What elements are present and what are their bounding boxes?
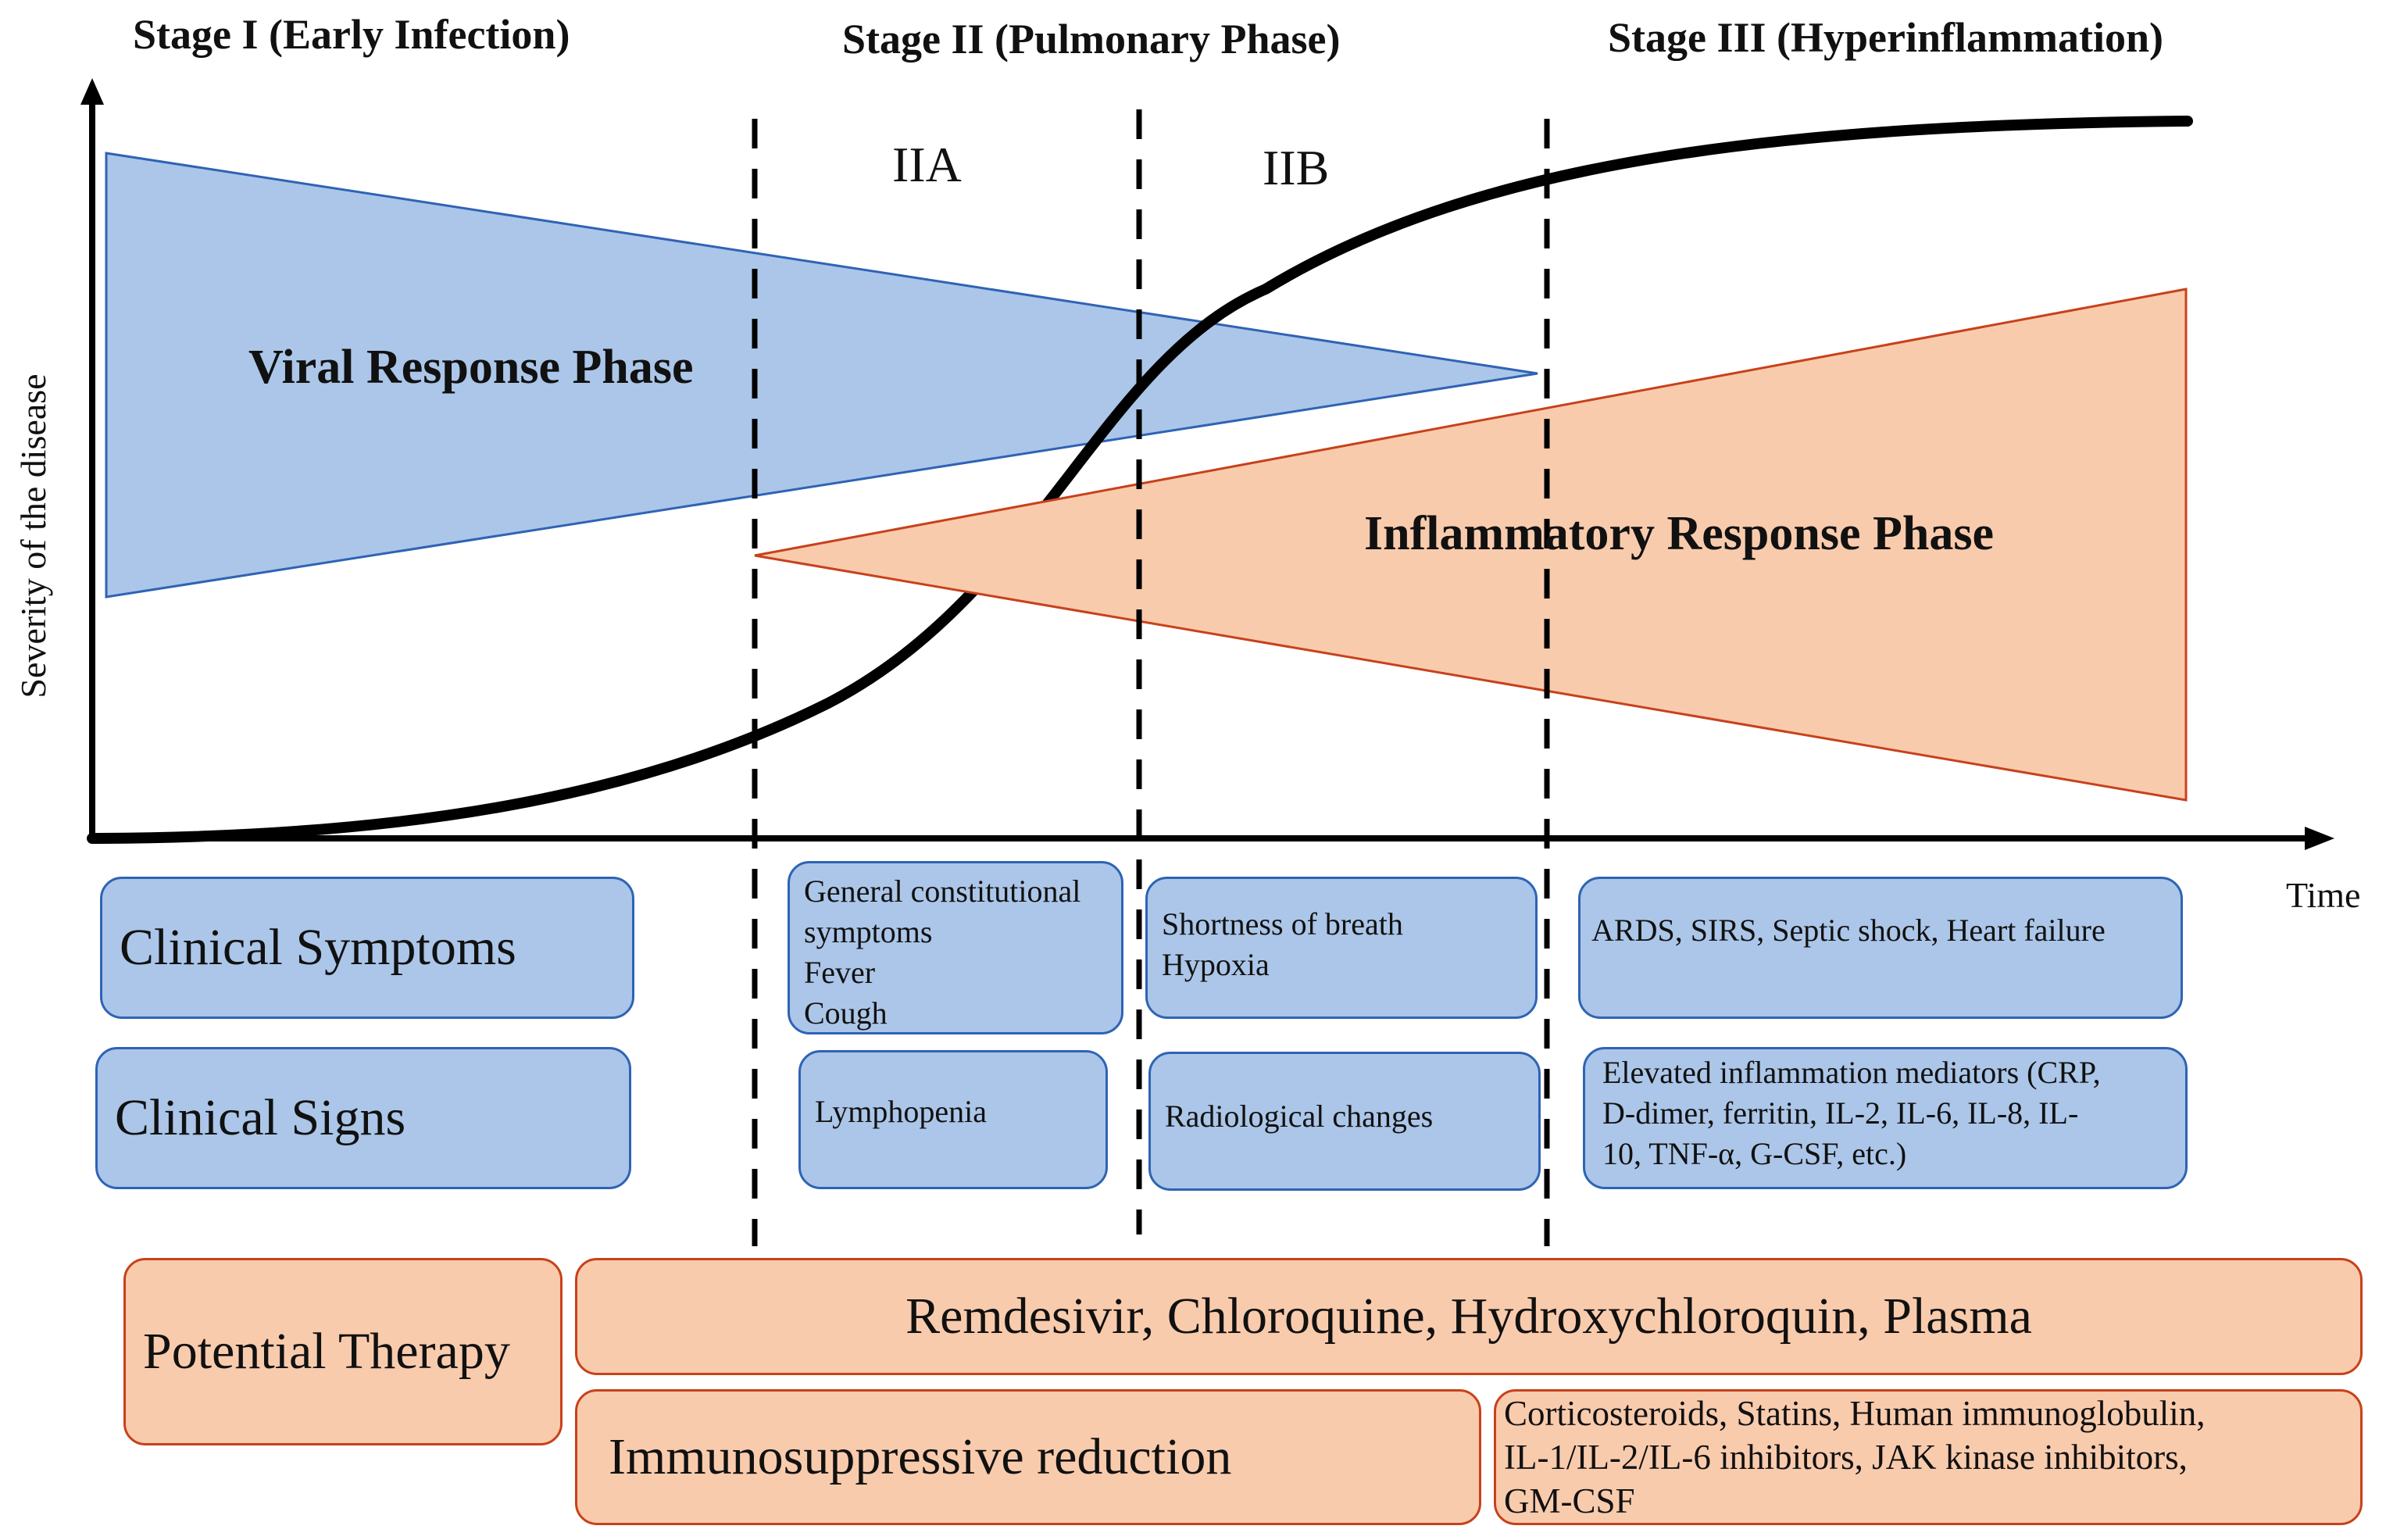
anti-inflammatory-line-3: GM-CSF xyxy=(1504,1481,1635,1520)
potential-therapy-label-box: Potential Therapy xyxy=(123,1258,563,1445)
anti-inflammatory-line-2: IL-1/IL-2/IL-6 inhibitors, JAK kinase in… xyxy=(1504,1438,2188,1477)
symptoms-iia-line-4: Cough xyxy=(804,995,888,1031)
x-axis-label: Time xyxy=(2286,875,2360,915)
y-axis-label: Severity of the disease xyxy=(13,373,53,698)
y-axis-arrowhead xyxy=(80,78,104,105)
symptoms-iib-box: Shortness of breath Hypoxia xyxy=(1145,877,1538,1019)
symptoms-iia-line-1: General constitutional xyxy=(804,874,1081,909)
symptoms-iib-line-1: Shortness of breath xyxy=(1162,906,1403,942)
symptoms-stage3-line-1: ARDS, SIRS, Septic shock, Heart failure xyxy=(1591,913,2106,948)
viral-phase-label: Viral Response Phase xyxy=(248,341,693,394)
inflammatory-phase-label: Inflammatory Response Phase xyxy=(1364,507,1994,560)
antiviral-therapy-box: Remdesivir, Chloroquine, Hydroxychloroqu… xyxy=(575,1258,2363,1375)
stage-1-title: Stage I (Early Infection) xyxy=(133,11,570,58)
clinical-signs-label: Clinical Signs xyxy=(115,1089,406,1146)
inflammatory-phase-triangle xyxy=(754,288,2188,802)
stage-2-title: Stage II (Pulmonary Phase) xyxy=(842,16,1340,63)
severity-curve xyxy=(87,116,2193,844)
signs-stage3-line-1: Elevated inflammation mediators (CRP, xyxy=(1602,1055,2101,1090)
signs-iib-box: Radiological changes xyxy=(1148,1052,1541,1191)
symptoms-iia-box: General constitutional symptoms Fever Co… xyxy=(788,861,1123,1034)
symptoms-iib-line-2: Hypoxia xyxy=(1162,947,1270,982)
immunosuppressive-box: Immunosuppressive reduction xyxy=(575,1389,1481,1525)
symptoms-iia-line-3: Fever xyxy=(804,955,876,990)
clinical-symptoms-label-box: Clinical Symptoms xyxy=(100,877,634,1019)
symptoms-stage3-box: ARDS, SIRS, Septic shock, Heart failure xyxy=(1578,877,2183,1019)
symptoms-iia-line-2: symptoms xyxy=(804,914,933,949)
signs-stage3-box: Elevated inflammation mediators (CRP, D-… xyxy=(1583,1047,2188,1189)
immunosuppressive-text: Immunosuppressive reduction xyxy=(609,1428,1232,1485)
anti-inflammatory-therapy-box: Corticosteroids, Statins, Human immunogl… xyxy=(1494,1389,2363,1525)
signs-stage3-line-3: 10, TNF-α, G-CSF, etc.) xyxy=(1602,1136,1907,1171)
antiviral-therapy-text: Remdesivir, Chloroquine, Hydroxychloroqu… xyxy=(905,1288,2032,1345)
x-axis-arrowhead xyxy=(2305,827,2334,850)
clinical-signs-label-box: Clinical Signs xyxy=(95,1047,631,1189)
sub-stage-iia-label: IIA xyxy=(892,137,962,192)
sub-stage-iib-label: IIB xyxy=(1263,140,1329,195)
signs-iib-line-1: Radiological changes xyxy=(1165,1099,1434,1134)
stage-3-title: Stage III (Hyperinflammation) xyxy=(1608,14,2163,61)
signs-iia-line-1: Lymphopenia xyxy=(815,1094,987,1129)
potential-therapy-label: Potential Therapy xyxy=(143,1323,510,1380)
signs-stage3-line-2: D-dimer, ferritin, IL-2, IL-6, IL-8, IL- xyxy=(1602,1095,2079,1131)
viral-phase-triangle xyxy=(105,152,1538,598)
anti-inflammatory-line-1: Corticosteroids, Statins, Human immunogl… xyxy=(1504,1394,2206,1433)
signs-iia-box: Lymphopenia xyxy=(798,1050,1108,1189)
clinical-symptoms-label: Clinical Symptoms xyxy=(120,919,516,976)
